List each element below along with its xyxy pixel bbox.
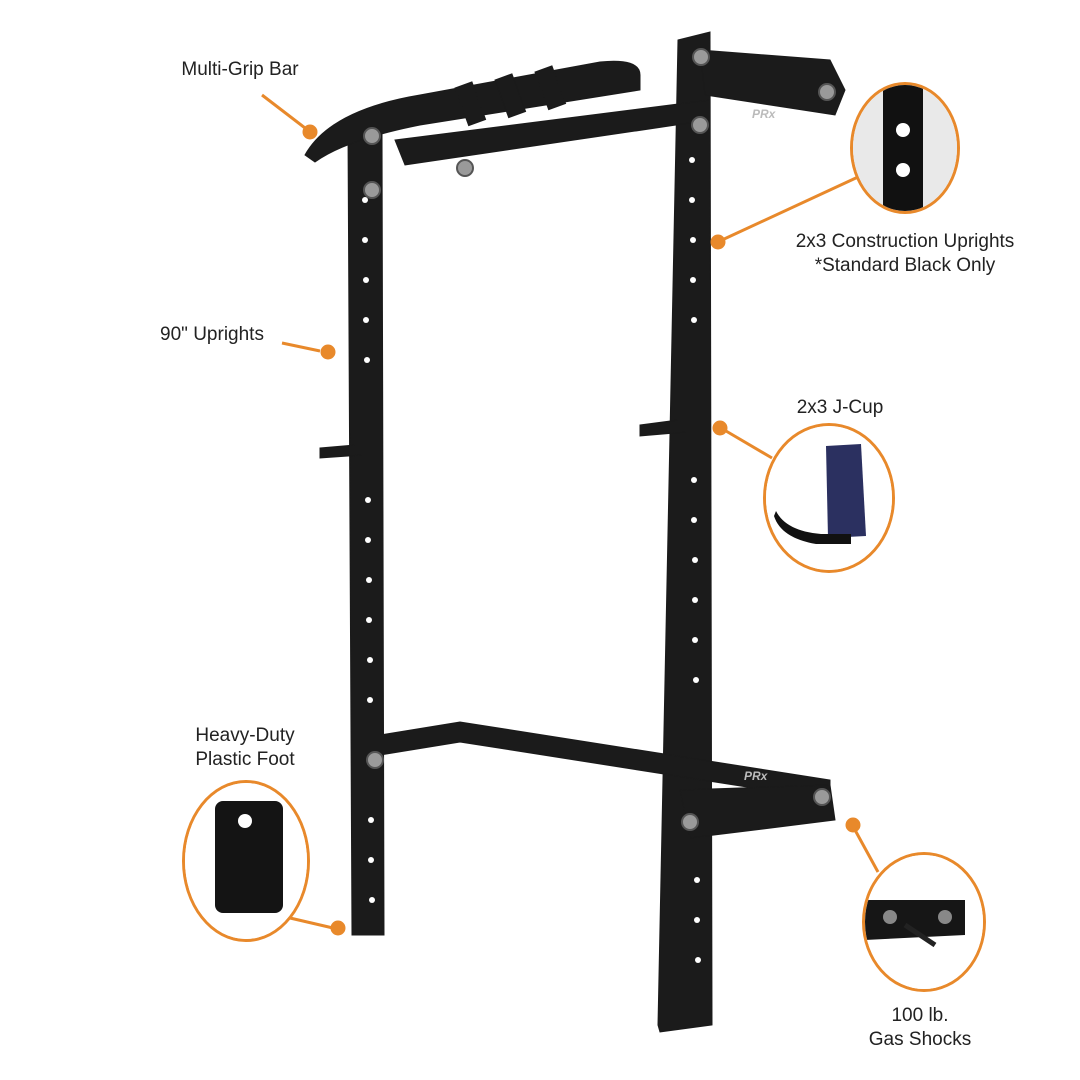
right-j-cup-shape [639, 369, 687, 437]
top-wall-bracket [699, 49, 846, 116]
upright-holes [362, 157, 701, 963]
left-j-cup-shape [319, 399, 363, 459]
upright-closeup-image [853, 85, 957, 211]
brand-mark-bottom: PRx [744, 769, 769, 783]
plastic-foot-detail-circle [182, 780, 310, 942]
right-upright [657, 31, 713, 1033]
j-cup-detail-circle [763, 423, 895, 573]
construction-uprights-detail-circle [850, 82, 960, 214]
j-cup-label: 2x3 J-Cup [796, 397, 884, 418]
multi-grip-bar-label: Multi-Grip Bar [181, 59, 299, 80]
uprights-90-label: 90" Uprights [160, 324, 264, 345]
plastic-foot-label: Heavy-Duty Plastic Foot [195, 725, 295, 770]
brand-mark-top: PRx [752, 107, 777, 121]
bolts [363, 48, 836, 831]
j-cup-closeup-image [766, 426, 892, 570]
left-upright [347, 129, 385, 936]
gas-shocks-label: 100 lb. Gas Shocks [868, 1005, 972, 1050]
gas-shocks-closeup-image [865, 855, 983, 989]
gas-shocks-detail-circle [862, 852, 986, 992]
top-cross-arm [394, 99, 711, 166]
construction-uprights-label: 2x3 Construction Uprights *Standard Blac… [795, 231, 1015, 276]
bottom-wall-bracket [679, 784, 836, 839]
plastic-foot-closeup-image [185, 783, 307, 939]
leader-lines [261, 93, 880, 936]
rack-frame [304, 31, 846, 1033]
